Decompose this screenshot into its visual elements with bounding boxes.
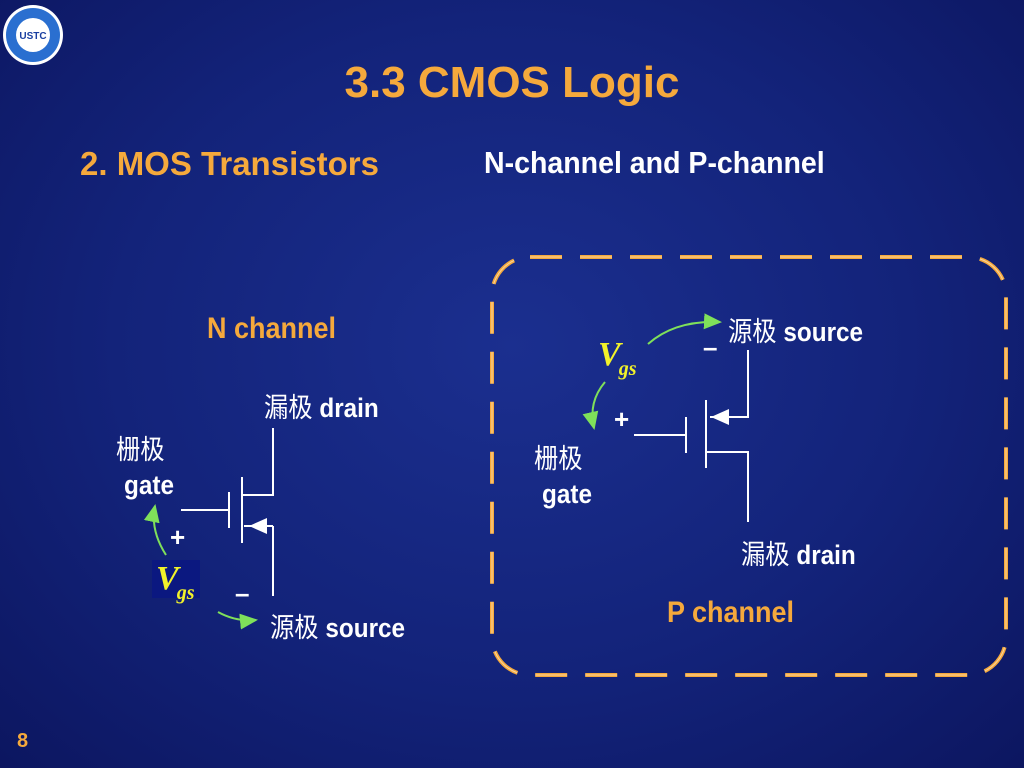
page-number: 8 — [17, 730, 29, 752]
p-drain-en: drain — [796, 540, 856, 570]
n-minus-sign: – — [235, 578, 250, 608]
n-vgs-label: Vgs — [152, 560, 201, 604]
p-minus-sign: – — [703, 332, 718, 362]
p-channel-heading: P channel — [667, 596, 795, 629]
slide-title: 3.3 CMOS Logic — [344, 58, 680, 107]
n-source-label: 源极 source — [270, 606, 405, 645]
n-plus-sign: + — [170, 522, 186, 552]
n-source-en: source — [325, 613, 406, 643]
n-channel-heading: N channel — [207, 312, 337, 345]
p-drain-label: 漏极 drain — [741, 533, 856, 572]
n-gate-cn: 栅极 — [116, 435, 165, 466]
n-drain-en: drain — [319, 393, 379, 423]
n-drain-cn: 漏极 — [264, 393, 313, 424]
p-drain-cn: 漏极 — [741, 540, 790, 571]
p-vgs-label: Vgs — [598, 336, 637, 380]
n-drain-label: 漏极 drain — [264, 386, 379, 425]
p-source-label: 源极 source — [728, 310, 863, 349]
n-gate-en: gate — [124, 470, 174, 500]
n-vgs-arrow-gate — [143, 504, 167, 556]
section-subtitle: 2. MOS Transistors — [80, 145, 379, 182]
p-gate-en: gate — [542, 479, 592, 509]
p-vgs-arrow-gate — [582, 381, 606, 430]
logo-text: USTC — [19, 31, 46, 42]
n-source-cn: 源极 — [270, 613, 319, 644]
p-vgs-arrow-source — [647, 313, 722, 345]
section-topic: N-channel and P-channel — [484, 145, 825, 180]
p-gate-cn: 栅极 — [534, 444, 583, 475]
university-logo: USTC — [3, 5, 63, 65]
p-plus-sign: + — [614, 404, 630, 434]
p-channel-transistor — [634, 350, 749, 522]
p-source-cn: 源极 — [728, 317, 777, 348]
n-vgs-arrow-source — [217, 611, 258, 630]
p-source-en: source — [783, 317, 864, 347]
